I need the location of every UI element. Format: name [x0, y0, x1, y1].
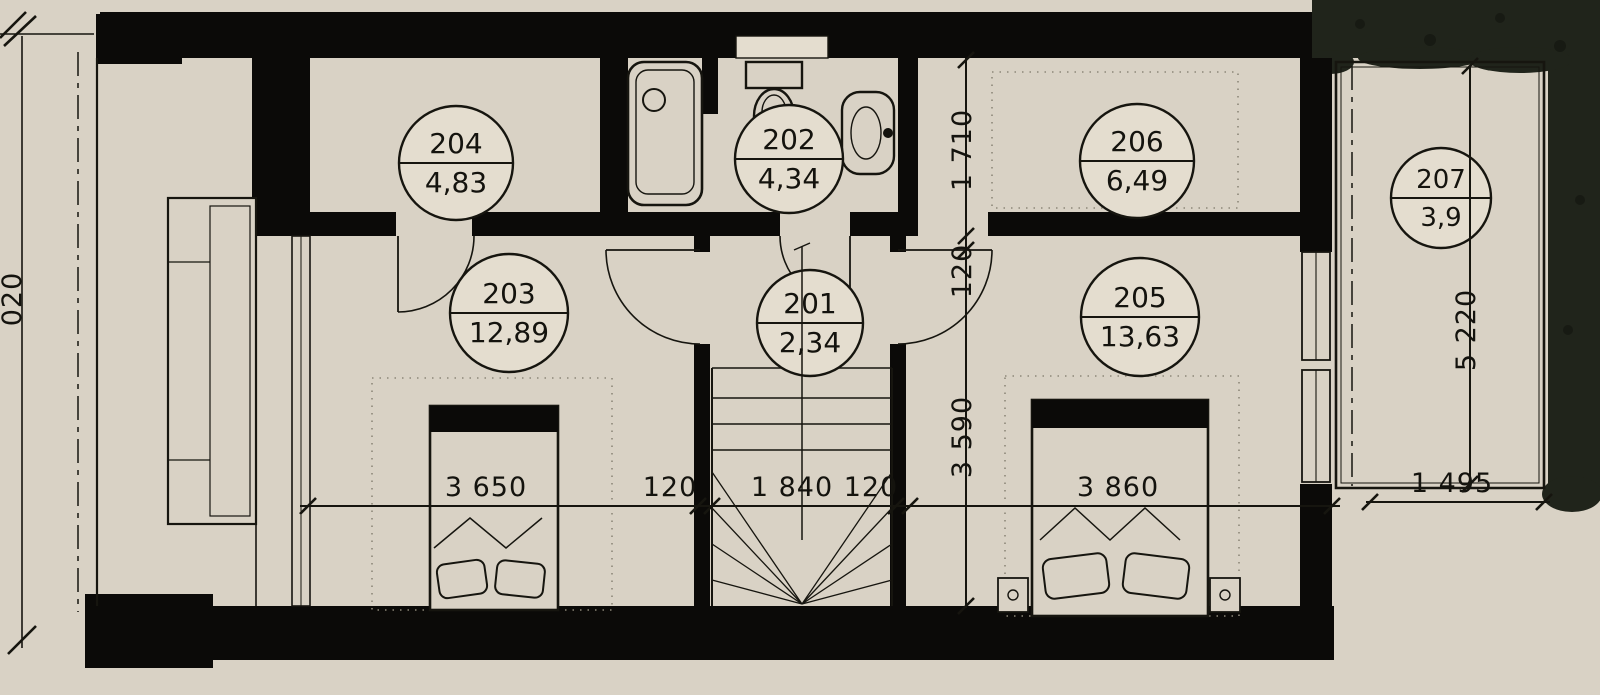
wall-niche	[735, 35, 829, 59]
staircase	[711, 367, 893, 606]
rug-205	[1004, 375, 1240, 617]
room-label-205: 205 13,63	[1079, 256, 1201, 378]
room-number: 202	[762, 123, 815, 156]
bathtub	[626, 60, 704, 207]
room-number: 206	[1110, 125, 1163, 158]
room-area: 3,9	[1420, 203, 1461, 233]
window-band-left	[291, 235, 311, 607]
bathtub-drain	[642, 88, 666, 112]
dimension-chain-vertical: 1 710 120 3 590	[947, 51, 978, 615]
loggia	[95, 58, 311, 607]
stair-walk-line	[793, 242, 811, 540]
wardrobe	[166, 196, 258, 526]
dimension-balcony-width: 1 495	[1361, 468, 1553, 511]
bed-203	[371, 377, 613, 612]
dim-1840: 1 840	[751, 472, 833, 503]
room-area: 6,49	[1106, 164, 1168, 197]
dim-3860: 3 860	[1077, 472, 1159, 503]
pillow	[494, 559, 546, 599]
dim-120-left: 120	[643, 472, 698, 503]
room-label-204: 204 4,83	[397, 104, 515, 222]
door-swing-203	[605, 249, 701, 345]
room-area: 2,34	[779, 326, 841, 359]
room-label-203: 203 12,89	[448, 252, 570, 374]
room-number: 205	[1113, 281, 1166, 314]
dim-5220: 5 220	[1451, 289, 1482, 371]
room-label-201: 201 2,34	[755, 268, 865, 378]
dim-3650: 3 650	[445, 472, 527, 503]
left-margin-marks: 020	[0, 11, 94, 655]
dim-1710: 1 710	[947, 109, 978, 191]
room-label-207: 207 3,9	[1389, 146, 1493, 250]
walls	[85, 12, 1334, 668]
dimension-balcony-height: 5 220	[1451, 57, 1482, 493]
room-number: 207	[1416, 165, 1466, 195]
room-area: 4,83	[425, 166, 487, 199]
room-label-206: 206 6,49	[1078, 102, 1196, 220]
bed-205	[997, 375, 1241, 618]
room-area: 12,89	[469, 316, 549, 349]
room-number: 203	[482, 277, 535, 310]
room-area: 4,34	[758, 162, 820, 195]
door-swing-204	[397, 235, 475, 313]
room-number: 201	[783, 287, 836, 320]
winder-treads	[711, 471, 893, 605]
washbasin	[840, 90, 896, 176]
window-to-balcony	[1301, 251, 1331, 483]
washbasin-faucet	[883, 128, 893, 138]
pillow	[1041, 552, 1111, 600]
room-number: 204	[429, 127, 482, 160]
blanket-fold	[1039, 506, 1181, 542]
dim-1495: 1 495	[1411, 468, 1493, 499]
pillow	[435, 558, 489, 600]
pillow	[1121, 552, 1191, 600]
room-area: 13,63	[1100, 320, 1180, 353]
blanket-fold	[433, 517, 543, 549]
door-swing-205	[897, 249, 993, 345]
room-label-202: 202 4,34	[733, 103, 845, 215]
nightstand	[997, 577, 1029, 613]
dimension-chain-bottom: 3 650 120 1 840 120 3 860	[299, 472, 1341, 515]
nightstand	[1209, 577, 1241, 613]
dim-left-partial: 020	[0, 272, 28, 327]
dim-120-wall: 120	[947, 244, 978, 299]
rug-203	[371, 377, 613, 611]
toilet-tank	[744, 60, 804, 90]
bed-headboard	[1032, 400, 1208, 428]
dim-120-right: 120	[844, 472, 899, 503]
bed-headboard	[430, 406, 558, 432]
dim-3590: 3 590	[947, 396, 978, 478]
